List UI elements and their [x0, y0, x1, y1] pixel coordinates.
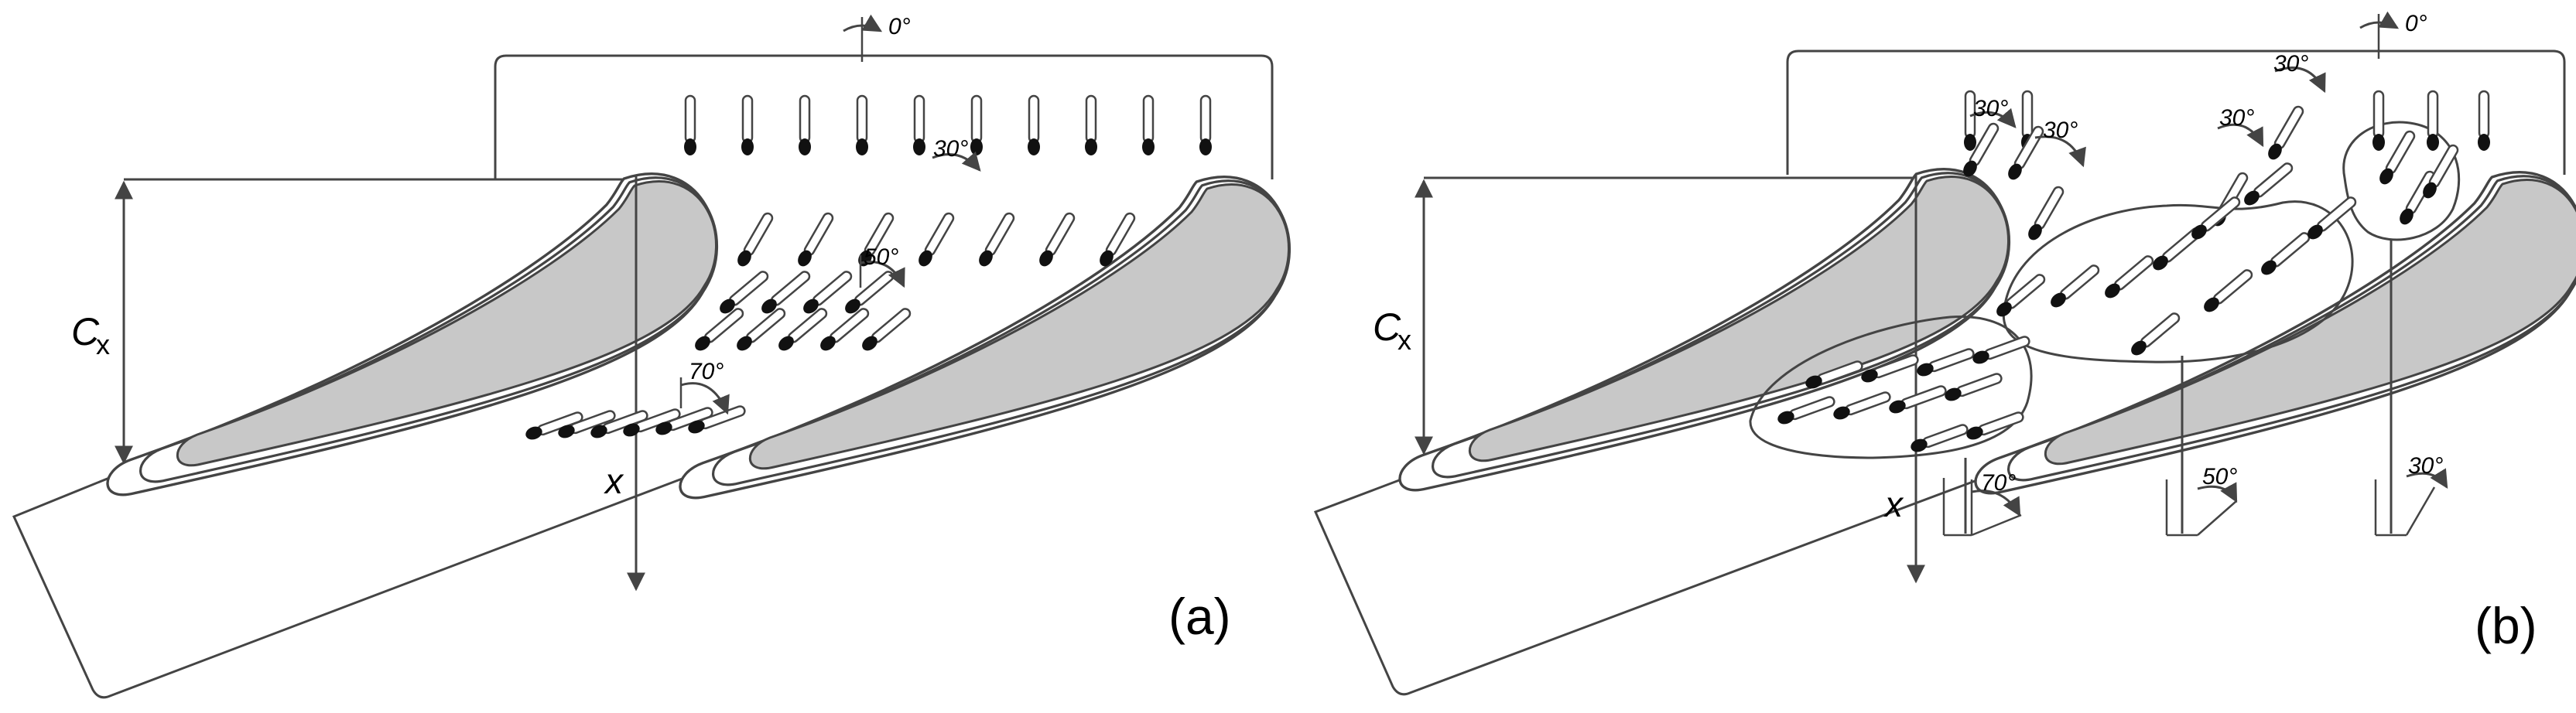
panel-b: C x x	[1313, 11, 2576, 696]
svg-text:30°: 30°	[1973, 96, 2008, 121]
svg-text:0°: 0°	[888, 14, 911, 39]
chord-label-b: C	[1373, 305, 1401, 349]
angle-70deg-a: 70°	[679, 359, 730, 415]
angle-30deg-top-b: 30° 30° 30° 30°	[1969, 51, 2326, 168]
inlet-plenum-a	[494, 54, 1274, 179]
panel-label-a: (a)	[1168, 588, 1231, 645]
outlet-channel-a	[12, 442, 775, 699]
angle-30deg-legend-b: 30°	[2374, 453, 2448, 537]
angle-0deg-b: 0°	[2359, 11, 2427, 59]
svg-text:0°: 0°	[2405, 11, 2427, 36]
svg-text:50°: 50°	[864, 244, 898, 270]
chord-dimension-a: C x	[71, 178, 635, 467]
x-axis-label-a: x	[604, 461, 624, 501]
inlet-plenum-b	[1786, 49, 2566, 175]
svg-text:30°: 30°	[2408, 453, 2443, 479]
pin-row-30deg-a	[734, 210, 1139, 270]
blade-right-b	[1974, 171, 2576, 495]
panel-a: C x x	[12, 14, 1291, 699]
chord-dimension-b: C x	[1373, 176, 1919, 458]
x-axis-label-b: x	[1883, 484, 1904, 524]
chord-label-a: C	[71, 310, 100, 353]
svg-text:30°: 30°	[2219, 105, 2254, 131]
svg-text:70°: 70°	[689, 359, 724, 384]
angle-30deg-a: 30°	[932, 136, 981, 172]
svg-text:50°: 50°	[2202, 464, 2237, 490]
svg-text:70°: 70°	[1981, 470, 2016, 496]
svg-text:30°: 30°	[2273, 51, 2308, 77]
blade-right-a	[679, 176, 1291, 500]
angle-0deg-a: 0°	[843, 14, 911, 62]
blade-left-a	[106, 172, 718, 496]
panel-label-b: (b)	[2475, 597, 2537, 654]
angle-50deg-a: 50°	[859, 244, 905, 288]
chord-subscript-a: x	[96, 329, 110, 360]
svg-text:30°: 30°	[933, 136, 968, 162]
zone-outlines-b	[1749, 121, 2461, 534]
chord-subscript-b: x	[1397, 324, 1411, 356]
angle-50deg-legend-b: 50°	[2165, 464, 2237, 537]
svg-text:30°: 30°	[2043, 118, 2078, 143]
outlet-channel-b	[1313, 442, 2075, 696]
pin-row-50deg-a	[691, 268, 914, 355]
angle-70deg-legend-b: 70°	[1942, 470, 2022, 537]
